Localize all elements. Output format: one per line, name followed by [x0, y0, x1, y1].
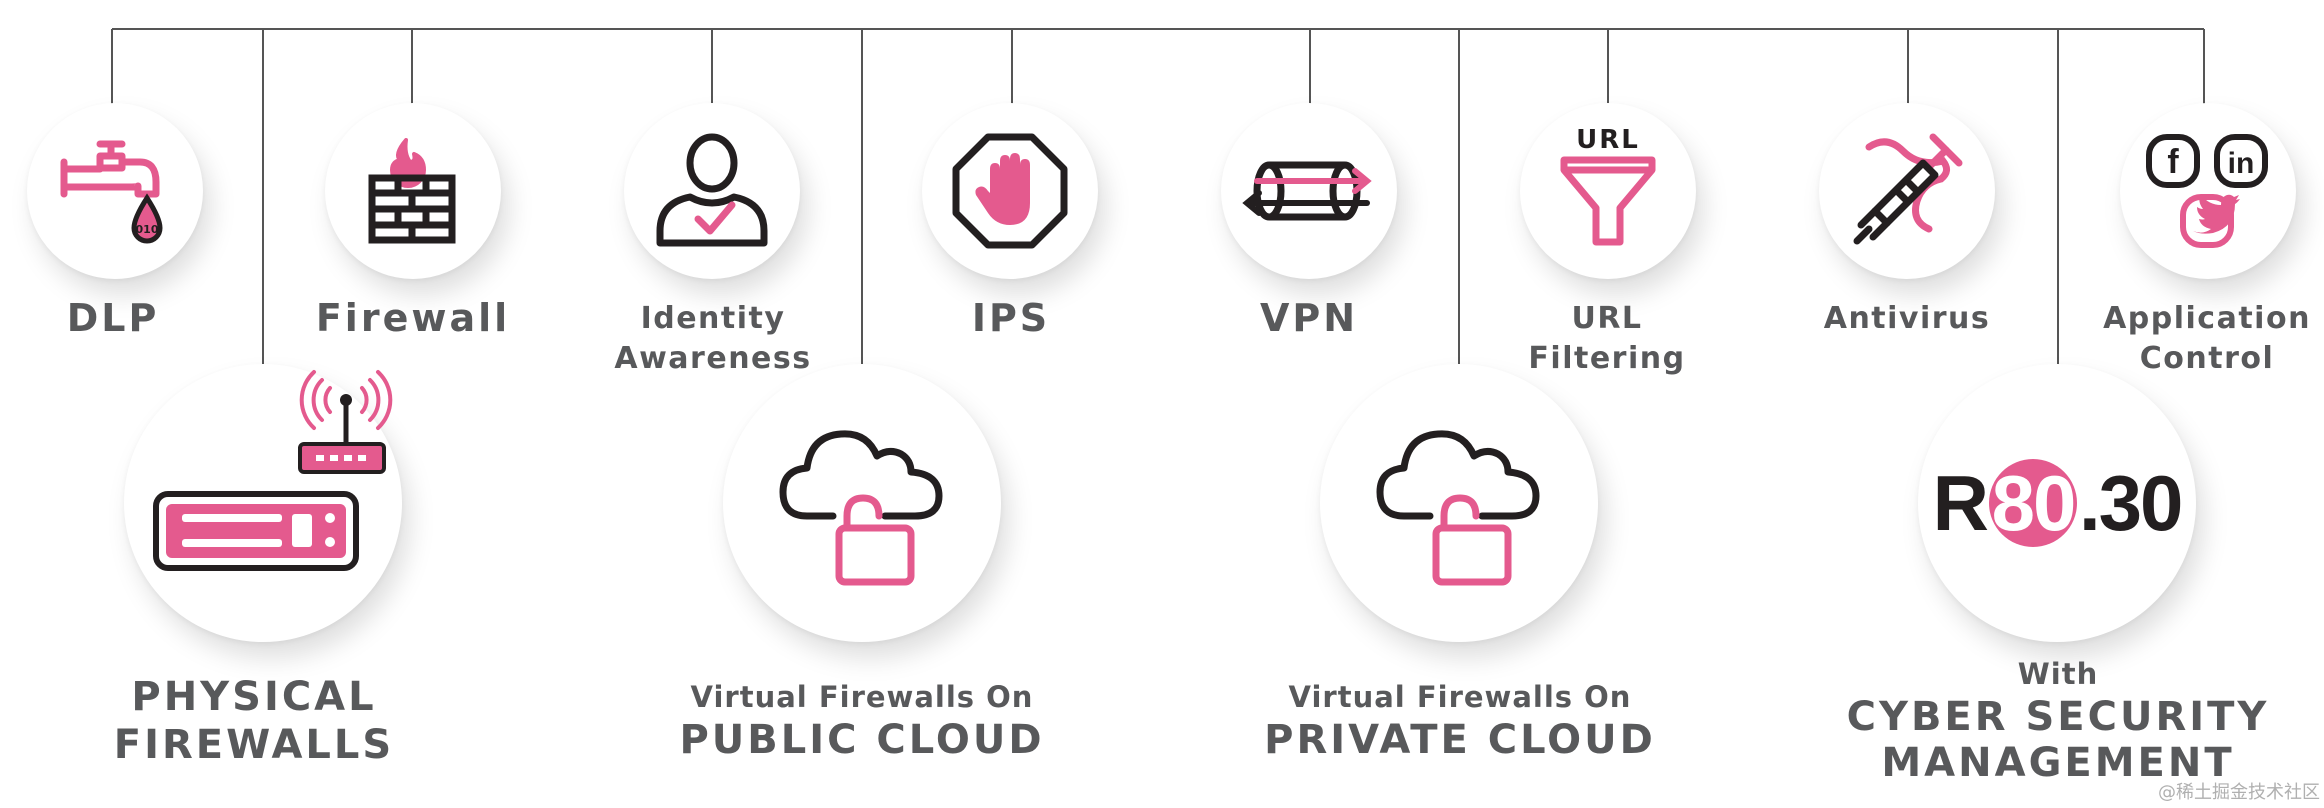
logo-prefix: R: [1932, 458, 1989, 547]
svg-text:URL: URL: [1576, 125, 1640, 155]
vpn-circle: [1221, 103, 1397, 279]
physical-title-line1: PHYSICAL: [131, 674, 377, 720]
dlp-circle: 010: [27, 103, 203, 279]
management-title-line2: MANAGEMENT: [1881, 740, 2235, 786]
stop-hand-octagon-icon: [952, 133, 1068, 249]
url-circle: URL: [1520, 103, 1696, 279]
firewall-label: Firewall: [315, 296, 511, 340]
private-cloud-label: Virtual Firewalls On PRIVATE CLOUD: [1264, 677, 1656, 763]
ips-label: IPS: [971, 296, 1051, 340]
logo-circle: 80: [1988, 459, 2077, 547]
appliance-router-icon: [153, 370, 393, 571]
cloud-lock-icon: [779, 430, 943, 586]
logo-suffix: .30: [2078, 458, 2183, 547]
ips-circle: [922, 103, 1098, 279]
cloud-lock-icon: [1376, 430, 1540, 586]
antivirus-circle: [1819, 103, 1995, 279]
physical-title-line2: FIREWALLS: [113, 722, 395, 768]
tunnel-arrows-icon: [1242, 161, 1372, 221]
vpn-label: VPN: [1259, 296, 1359, 340]
management-title-line1: CYBER SECURITY: [1846, 694, 2270, 740]
url-label: URL Filtering: [1528, 299, 1685, 379]
identity-label-line1: Identity: [640, 301, 786, 336]
appcontrol-label-line2: Control: [2139, 341, 2275, 376]
management-circle: R 80 .30: [1918, 364, 2196, 642]
firewall-circle: [325, 103, 501, 279]
management-label: With CYBER SECURITY MANAGEMENT: [1847, 654, 2270, 786]
dlp-label: DLP: [66, 296, 160, 340]
public-cloud-label: Virtual Firewalls On PUBLIC CLOUD: [679, 677, 1044, 763]
svg-text:010: 010: [136, 223, 159, 236]
public-cloud-circle: [723, 364, 1001, 642]
public-cloud-title: PUBLIC CLOUD: [679, 717, 1045, 763]
private-cloud-subtitle: Virtual Firewalls On: [1288, 680, 1632, 714]
management-subtitle: With: [2017, 657, 2099, 691]
appcontrol-circle: f in: [2120, 103, 2296, 279]
funnel-icon: URL: [1560, 125, 1656, 246]
syringe-icon: [1853, 133, 1963, 245]
twitter-icon: [2193, 194, 2240, 234]
physical-firewalls-label: PHYSICAL FIREWALLS: [114, 673, 394, 769]
identity-circle: [624, 103, 800, 279]
faucet-drop-icon: 010: [60, 140, 163, 244]
identity-label: Identity Awareness: [614, 299, 811, 379]
private-cloud-circle: [1320, 364, 1598, 642]
watermark: @稀土掘金技术社区: [2158, 782, 2320, 803]
appcontrol-label: Application Control: [2103, 299, 2311, 379]
r80-logo: R 80 .30: [1932, 458, 2183, 549]
url-label-line2: Filtering: [1528, 341, 1686, 376]
facebook-icon: f: [2167, 143, 2179, 181]
appcontrol-label-line1: Application: [2103, 301, 2311, 336]
antivirus-label: Antivirus: [1823, 301, 1991, 336]
url-label-line1: URL: [1571, 301, 1643, 336]
linkedin-icon: in: [2228, 147, 2255, 180]
identity-label-line2: Awareness: [614, 341, 812, 376]
brick-wall-flame-icon: [368, 138, 456, 244]
user-check-icon: [656, 133, 768, 247]
social-apps-icon: f in: [2146, 134, 2268, 248]
public-cloud-subtitle: Virtual Firewalls On: [690, 680, 1034, 714]
private-cloud-title: PRIVATE CLOUD: [1264, 717, 1656, 763]
